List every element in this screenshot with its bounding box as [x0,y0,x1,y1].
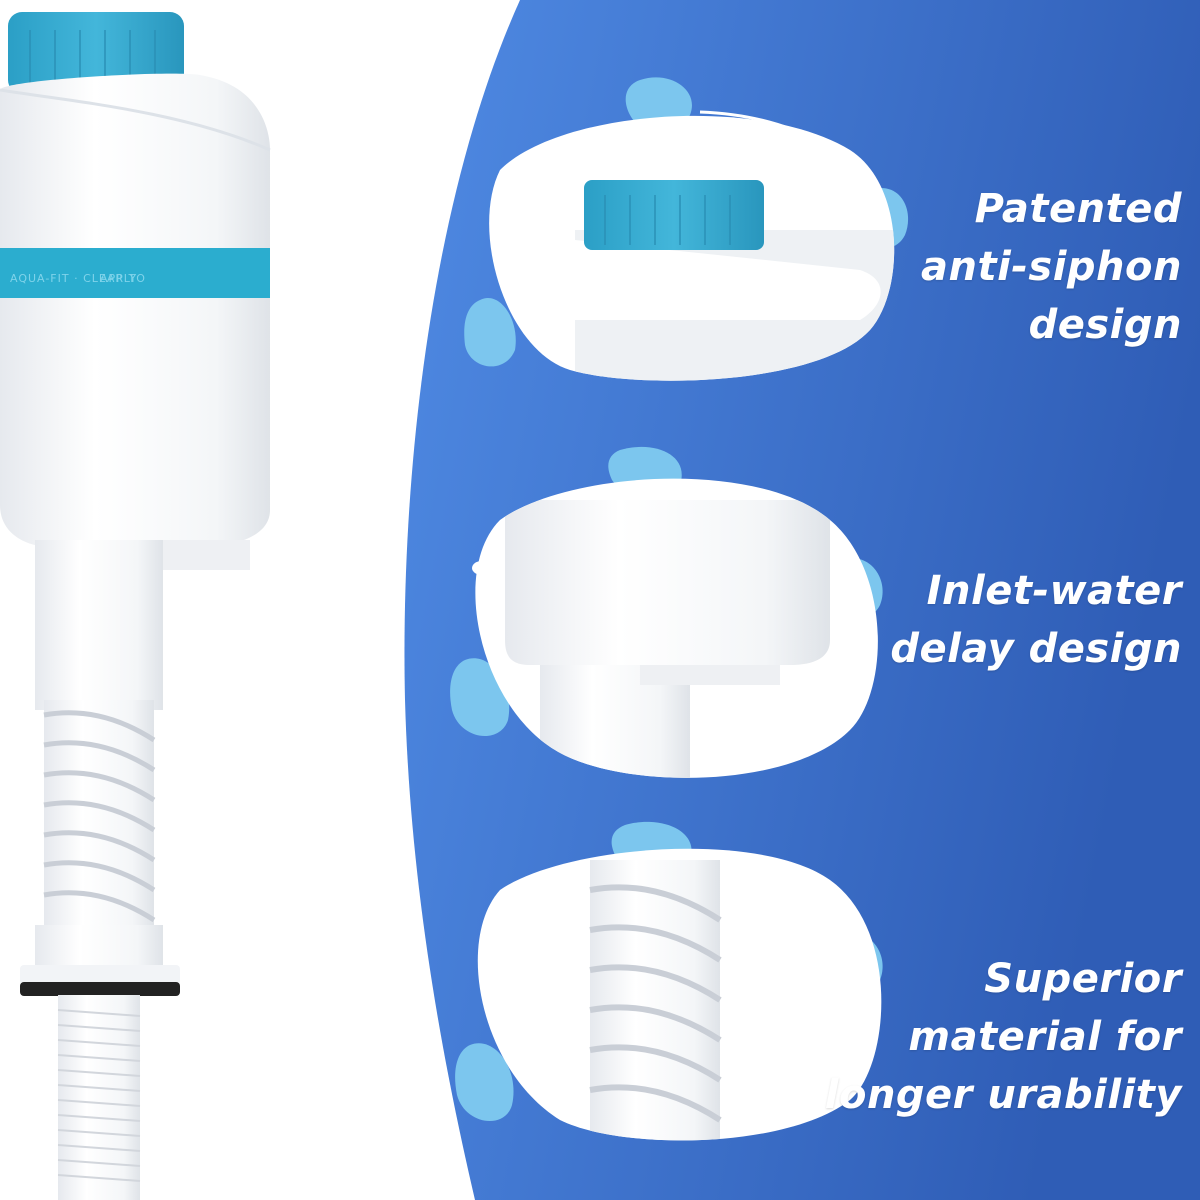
feature-anti-siphon-text: Patented anti-siphon design [921,180,1182,354]
feature-line: material for [908,1014,1182,1060]
valve-outlet-closeup [450,446,883,778]
feature-line: Inlet-water [926,568,1182,614]
feature-line: design [1028,302,1182,348]
feature-line: delay design [890,626,1182,672]
feature-line: longer urability [824,1072,1182,1118]
band-text: APPLY [100,272,137,285]
feature-line: anti-siphon [921,244,1182,290]
threaded-shank-closeup [455,821,883,1141]
svg-text:AQUA-FIT · CLEAR TO: AQUA-FIT · CLEAR TO [10,272,146,285]
valve-cap-closeup [464,77,909,381]
feature-line: Superior [984,956,1182,1002]
feature-material-text: Superior material for longer urability [825,950,1182,1124]
fill-valve-product-image: AQUA-FIT · CLEAR TO APPLY [0,12,271,1200]
feature-inlet-delay-text: Inlet-water delay design [890,562,1182,678]
feature-line: Patented [974,186,1182,232]
